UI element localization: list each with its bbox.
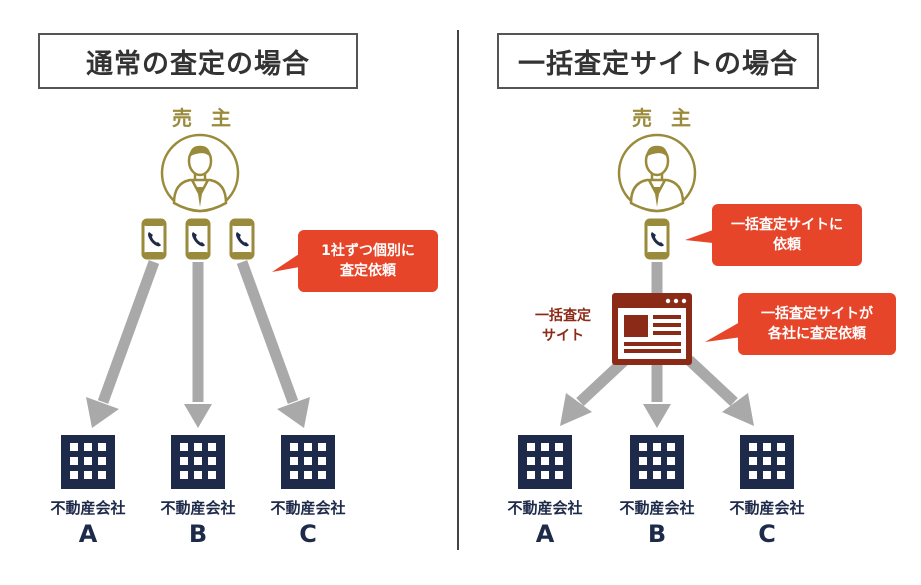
left-seller-label: 売 主 (172, 106, 237, 130)
right-company-b-name: 不動産会社 (619, 499, 695, 517)
right-company-c-name: 不動産会社 (729, 499, 805, 517)
right-callout-top: 一括査定サイトに 依頼 (712, 204, 862, 266)
left-arrow-c (236, 260, 299, 404)
left-callout: 1社ずつ個別に 査定依頼 (298, 230, 438, 292)
left-callout-line-1: 1社ずつ個別に (321, 242, 415, 259)
left-company-b-letter: B (188, 520, 208, 548)
left-building-icon-b (171, 435, 225, 489)
left-phone-icon-1 (141, 218, 167, 260)
right-arrow-a (576, 355, 629, 407)
left-person-icon (160, 133, 240, 213)
right-company-c-letter: C (758, 520, 776, 548)
left-company-b-name: 不動産会社 (160, 499, 236, 517)
right-company-a-letter: A (535, 520, 555, 548)
right-callout-top-line-1: 一括査定サイトに (731, 216, 843, 233)
center-divider (457, 30, 459, 550)
right-company-a-name: 不動産会社 (507, 499, 583, 517)
left-phone-icon-2 (185, 218, 211, 260)
left-building-icon-a (61, 435, 115, 489)
right-callout-mid-line-2: 各社に査定依頼 (768, 326, 866, 342)
website-icon (612, 293, 692, 365)
right-building-icon-b (630, 435, 684, 489)
site-label-line-2: サイト (542, 328, 584, 345)
left-company-a-name: 不動産会社 (50, 499, 126, 517)
left-phone-icon-3 (229, 218, 255, 260)
right-callout-mid-line-1: 一括査定サイトが (761, 305, 873, 322)
right-person-icon (617, 133, 697, 213)
left-building-icon-c (281, 435, 335, 489)
right-callout-top-line-2: 依頼 (773, 237, 801, 253)
left-title: 通常の査定の場合 (38, 33, 358, 89)
site-label-line-1: 一括査定 (535, 308, 591, 324)
left-company-c-letter: C (299, 520, 317, 548)
right-phone-icon (644, 218, 670, 260)
left-company-a-letter: A (78, 520, 98, 548)
left-arrow-a (97, 260, 160, 404)
right-title: 一括査定サイトの場合 (497, 33, 819, 89)
right-seller-label: 売 主 (632, 106, 697, 130)
right-arrow-c (685, 355, 738, 407)
left-company-c-name: 不動産会社 (270, 499, 346, 517)
site-label: 一括査定 サイト (518, 306, 608, 347)
left-callout-line-2: 査定依頼 (340, 263, 396, 279)
right-callout-mid: 一括査定サイトが 各社に査定依頼 (738, 293, 896, 355)
right-company-b-letter: B (647, 520, 667, 548)
right-building-icon-c (740, 435, 794, 489)
right-building-icon-a (518, 435, 572, 489)
